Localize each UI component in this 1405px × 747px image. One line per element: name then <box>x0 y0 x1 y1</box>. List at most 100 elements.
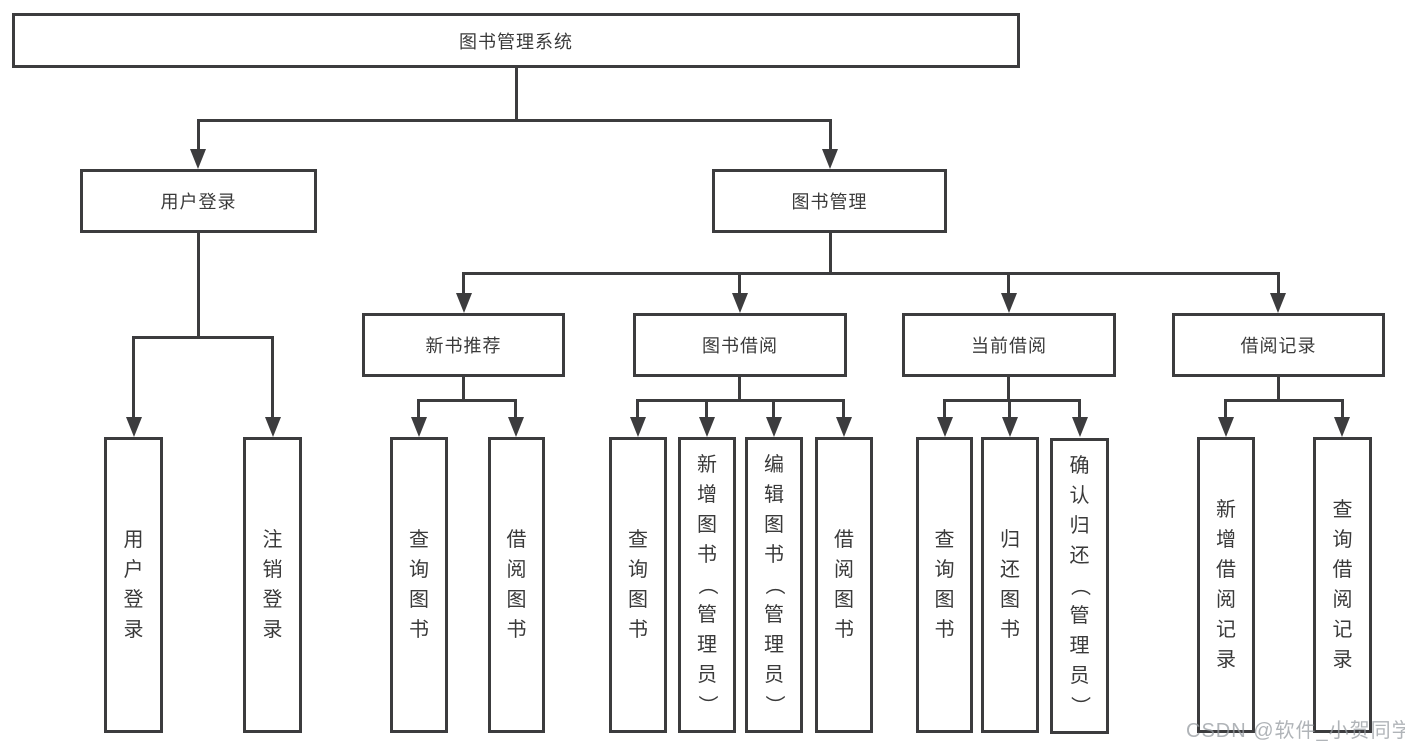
leaf-label-char: 查 <box>1332 499 1353 521</box>
leaf-label-char: 查 <box>628 529 648 551</box>
leaf-label-char: 管 <box>1069 605 1090 627</box>
leaf-label-char: 询 <box>409 559 429 581</box>
leaf-label-char: 借 <box>1216 559 1236 581</box>
leaf-query-books: 查询图书 <box>390 437 448 733</box>
connector-line <box>1008 399 1011 421</box>
leaf-label-char: 阅 <box>834 559 854 581</box>
leaf-user-login: 用户登录 <box>104 437 163 733</box>
arrow-down-icon <box>766 417 782 437</box>
leaf-label-char: 员 <box>697 664 717 686</box>
leaf-add-book-admin: 新增图书（管理员） <box>678 437 736 733</box>
leaf-label-char: 归 <box>1000 529 1020 551</box>
node-new-book-recommend: 新书推荐 <box>362 313 565 377</box>
connector-line <box>636 399 639 421</box>
leaf-label-char: 图 <box>506 589 527 611</box>
csdn-watermark: CSDN @软件_小贺同学 <box>1186 720 1405 742</box>
leaf-label-char: 图 <box>1000 589 1020 611</box>
leaf-label-char: 新 <box>1216 499 1236 521</box>
arrow-down-icon <box>126 417 142 437</box>
leaf-label-char: 编 <box>764 454 784 476</box>
arrow-down-icon <box>732 293 748 313</box>
node-borrow-records: 借阅记录 <box>1172 313 1385 377</box>
leaf-label-char: 辑 <box>764 484 784 506</box>
leaf-label-char: （ <box>1068 576 1091 596</box>
arrow-down-icon <box>1002 417 1018 437</box>
leaf-borrow-books: 借阅图书 <box>488 437 545 733</box>
node-root: 图书管理系统 <box>12 13 1020 68</box>
leaf-label-char: 理 <box>697 634 717 656</box>
connector-line <box>1007 377 1010 401</box>
connector-line <box>132 336 135 421</box>
connector-line <box>462 272 465 300</box>
leaf-label-char: 员 <box>764 664 784 686</box>
connector-line <box>829 233 832 274</box>
leaf-label-char: 询 <box>934 559 955 581</box>
leaf-label-char: 询 <box>1332 529 1353 551</box>
leaf-label-char: 增 <box>697 484 717 506</box>
leaf-label-char: 录 <box>123 619 144 641</box>
leaf-label-char: 还 <box>1069 545 1090 567</box>
leaf-label-char: 还 <box>1000 559 1020 581</box>
leaf-label-char: 借 <box>1332 559 1353 581</box>
connector-line <box>1224 399 1227 421</box>
leaf-label-char: 录 <box>262 619 283 641</box>
connector-line <box>842 399 845 421</box>
connector-line <box>1277 272 1280 300</box>
leaf-logout: 注销登录 <box>243 437 302 733</box>
connector-line <box>943 399 946 421</box>
leaf-label-char: 书 <box>834 619 854 641</box>
connector-line <box>197 119 200 155</box>
leaf-label-char: 户 <box>123 559 144 581</box>
leaf-confirm-return-admin: 确认归还（管理员） <box>1050 438 1109 734</box>
connector-line <box>514 399 517 421</box>
node-book-borrow: 图书借阅 <box>633 313 847 377</box>
connector-line <box>829 119 832 155</box>
leaf-label-char: 管 <box>697 604 717 626</box>
arrow-down-icon <box>456 293 472 313</box>
leaf-label-char: （ <box>763 575 785 595</box>
leaf-label-char: 录 <box>1332 649 1353 671</box>
leaf-label-char: 图 <box>628 589 648 611</box>
connector-line <box>1224 399 1344 402</box>
leaf-label-char: 记 <box>1216 619 1236 641</box>
leaf-label-char: 阅 <box>1216 589 1236 611</box>
leaf-label-char: 管 <box>764 604 784 626</box>
node-user-login: 用户登录 <box>80 169 317 233</box>
connector-line <box>738 272 741 300</box>
arrow-down-icon <box>265 417 281 437</box>
leaf-label-char: 书 <box>1000 619 1020 641</box>
connector-line <box>1341 399 1344 421</box>
arrow-down-icon <box>822 149 838 169</box>
leaf-label-char: 书 <box>697 544 717 566</box>
arrow-down-icon <box>630 417 646 437</box>
arrow-down-icon <box>937 417 953 437</box>
arrow-down-icon <box>508 417 524 437</box>
connector-line <box>636 399 845 402</box>
leaf-label-char: 用 <box>123 529 144 551</box>
arrow-down-icon <box>1334 417 1350 437</box>
leaf-label-char: 图 <box>834 589 854 611</box>
leaf-label-char: ） <box>763 695 785 715</box>
leaf-label-char: 登 <box>123 589 144 611</box>
arrow-down-icon <box>1072 417 1088 437</box>
leaf-label-char: 书 <box>934 619 955 641</box>
connector-line <box>462 377 465 401</box>
leaf-label-char: 查 <box>409 529 429 551</box>
leaf-label-char: 归 <box>1069 515 1090 537</box>
leaf-label-char: 书 <box>628 619 648 641</box>
leaf-borrow-books: 借阅图书 <box>815 437 873 733</box>
leaf-label-char: 认 <box>1069 485 1090 507</box>
node-book-management: 图书管理 <box>712 169 947 233</box>
leaf-return-books: 归还图书 <box>981 437 1039 733</box>
leaf-label-char: 录 <box>1216 649 1236 671</box>
connector-line <box>943 399 1081 402</box>
leaf-label-char: 图 <box>764 514 784 536</box>
connector-line <box>417 399 420 421</box>
arrow-down-icon <box>1270 293 1286 313</box>
arrow-down-icon <box>836 417 852 437</box>
connector-line <box>1078 399 1081 421</box>
leaf-label-char: 理 <box>1069 635 1090 657</box>
leaf-edit-book-admin: 编辑图书（管理员） <box>745 437 803 733</box>
leaf-label-char: 图 <box>697 514 717 536</box>
connector-line <box>772 399 775 421</box>
